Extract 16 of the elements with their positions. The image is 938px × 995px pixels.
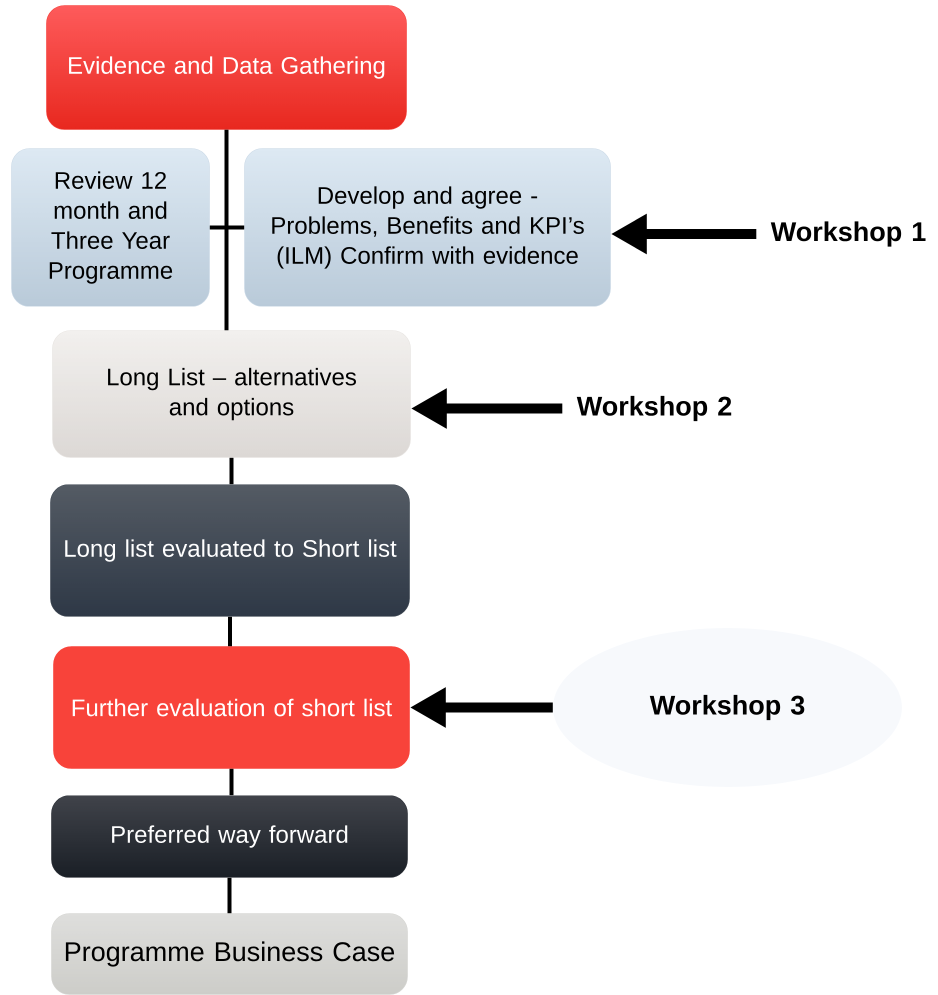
process-box: Preferred way forward (51, 795, 408, 878)
connector-line (228, 878, 232, 914)
process-box: Long list evaluated to Short list (50, 484, 410, 617)
process-box: Review 12 month and Three Year Programme (11, 148, 210, 307)
connector-line (210, 226, 244, 230)
connector-line (228, 616, 232, 646)
process-box: Further evaluation of short list (53, 646, 410, 769)
process-box: Evidence and Data Gathering (46, 5, 407, 130)
process-box: Long List – alternatives and options (52, 330, 411, 458)
process-box: Develop and agree - Problems, Benefits and KPI’s (ILM) Confirm with evidence (244, 148, 611, 307)
connector-line (224, 130, 228, 330)
process-box: Programme Business Case (51, 913, 408, 995)
connector-line (230, 768, 234, 796)
workshop-label: Workshop 1 (770, 221, 926, 247)
workshop-label: Workshop 2 (576, 396, 732, 422)
connector-line (230, 458, 234, 484)
